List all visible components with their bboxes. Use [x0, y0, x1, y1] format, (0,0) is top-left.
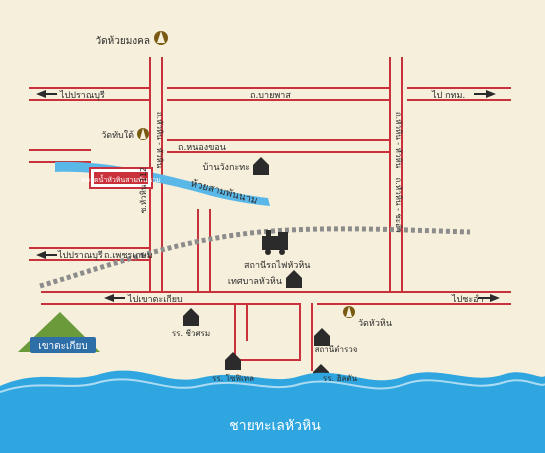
- to-bangkok-label: ไป กทม.: [431, 90, 465, 101]
- phet-kasem-road-label: ถ.เพชรเกษม: [104, 251, 153, 261]
- temple-icon: [343, 306, 355, 318]
- railway-line: [39, 226, 471, 289]
- rr-hilton-label: รร. ฮิลตัน: [323, 374, 358, 383]
- road-right-vertical: [389, 57, 403, 293]
- to-cha-am-label: ไปชะอำ: [451, 294, 484, 305]
- temple-icon: [154, 31, 168, 45]
- rr-chiwasom-label: รร. ชีวศรม: [172, 329, 210, 338]
- arrow-left-icon: [36, 90, 46, 98]
- road-bypass: [29, 87, 511, 101]
- arrow-right-shaft: [474, 93, 486, 95]
- ban-wang-krata-label: บ้านวังกะทะ: [203, 162, 251, 173]
- police-station-label: สถานีตำรวจ: [315, 345, 358, 354]
- municipality-label: เทศบาลหัวหิน: [228, 276, 282, 287]
- hua-hin-road-right-label: ถ.หัวหิน - หัวหิน: [394, 112, 403, 169]
- sea: ชายทะเลหัวหิน: [0, 370, 545, 453]
- beach-label: ชายทะเลหัวหิน: [229, 418, 321, 434]
- arrow-left-icon: [104, 294, 114, 302]
- house-icon: [286, 270, 302, 288]
- hua-hin-cha-am-road-label: ถ.หัวหิน - ชะอำ: [394, 178, 403, 233]
- mountain-icon: เขาตะเกียบ: [18, 312, 100, 353]
- market-sign-text: ตลาดน้ำหัวหินสามพันนาม: [81, 173, 161, 184]
- wat-huai-mongkol-label: วัดห้วยมงคล: [96, 35, 150, 47]
- train-icon: [262, 230, 288, 255]
- arrow-left-shaft: [113, 297, 125, 299]
- arrow-left-icon: [36, 251, 46, 259]
- house-icon: [225, 352, 241, 370]
- hua-hin-road-left-label: ถ.หัวหิน - หัวหิน: [155, 112, 164, 169]
- road-middle-vertical: [197, 209, 211, 293]
- rr-sophitel-label: รร. โซฟิเทล: [212, 373, 254, 383]
- to-khao-takiap-label: ไปเขาตะเกียบ: [127, 294, 183, 305]
- soi-112-label: ซ.หัวหิน 112: [139, 167, 148, 213]
- road-to-khao-takiap: [41, 291, 511, 305]
- arrow-left-shaft: [45, 93, 57, 95]
- to-pranburi-label: ไปปราณบุรี: [59, 90, 105, 101]
- arrow-left-shaft: [45, 254, 57, 256]
- nong-khon-road-label: ถ.หนองขอน: [178, 143, 226, 153]
- to-pranburi-mid-label: ไปปราณบุรี: [57, 250, 103, 261]
- arrow-right-icon: [486, 90, 496, 98]
- arrow-right-icon: [490, 294, 500, 302]
- direction-arrows: [36, 90, 500, 302]
- road-nong-khon: [167, 139, 391, 153]
- khao-takiap-label: เขาตะเกียบ: [38, 340, 87, 352]
- market-sign: ตลาดน้ำหัวหินสามพันนาม: [81, 167, 161, 189]
- road-lower-left: [234, 303, 301, 361]
- hua-hin-station-label: สถานีรถไฟหัวหิน: [244, 260, 310, 271]
- wat-thap-tai-label: วัดทับใต้: [101, 130, 134, 141]
- house-icon: [314, 328, 330, 346]
- arrow-right-shaft: [478, 297, 490, 299]
- wat-hua-hin-label: วัดหัวหิน: [358, 318, 392, 329]
- house-icon: [183, 308, 199, 326]
- labels: วัดห้วยมงคล ไปปราณบุรี ถ.บายพาส ไป กทม. …: [57, 35, 484, 383]
- bypass-road-label: ถ.บายพาส: [250, 91, 291, 101]
- house-icon: [253, 157, 269, 175]
- road-lower-right: [299, 303, 313, 371]
- temple-icon: [137, 128, 149, 140]
